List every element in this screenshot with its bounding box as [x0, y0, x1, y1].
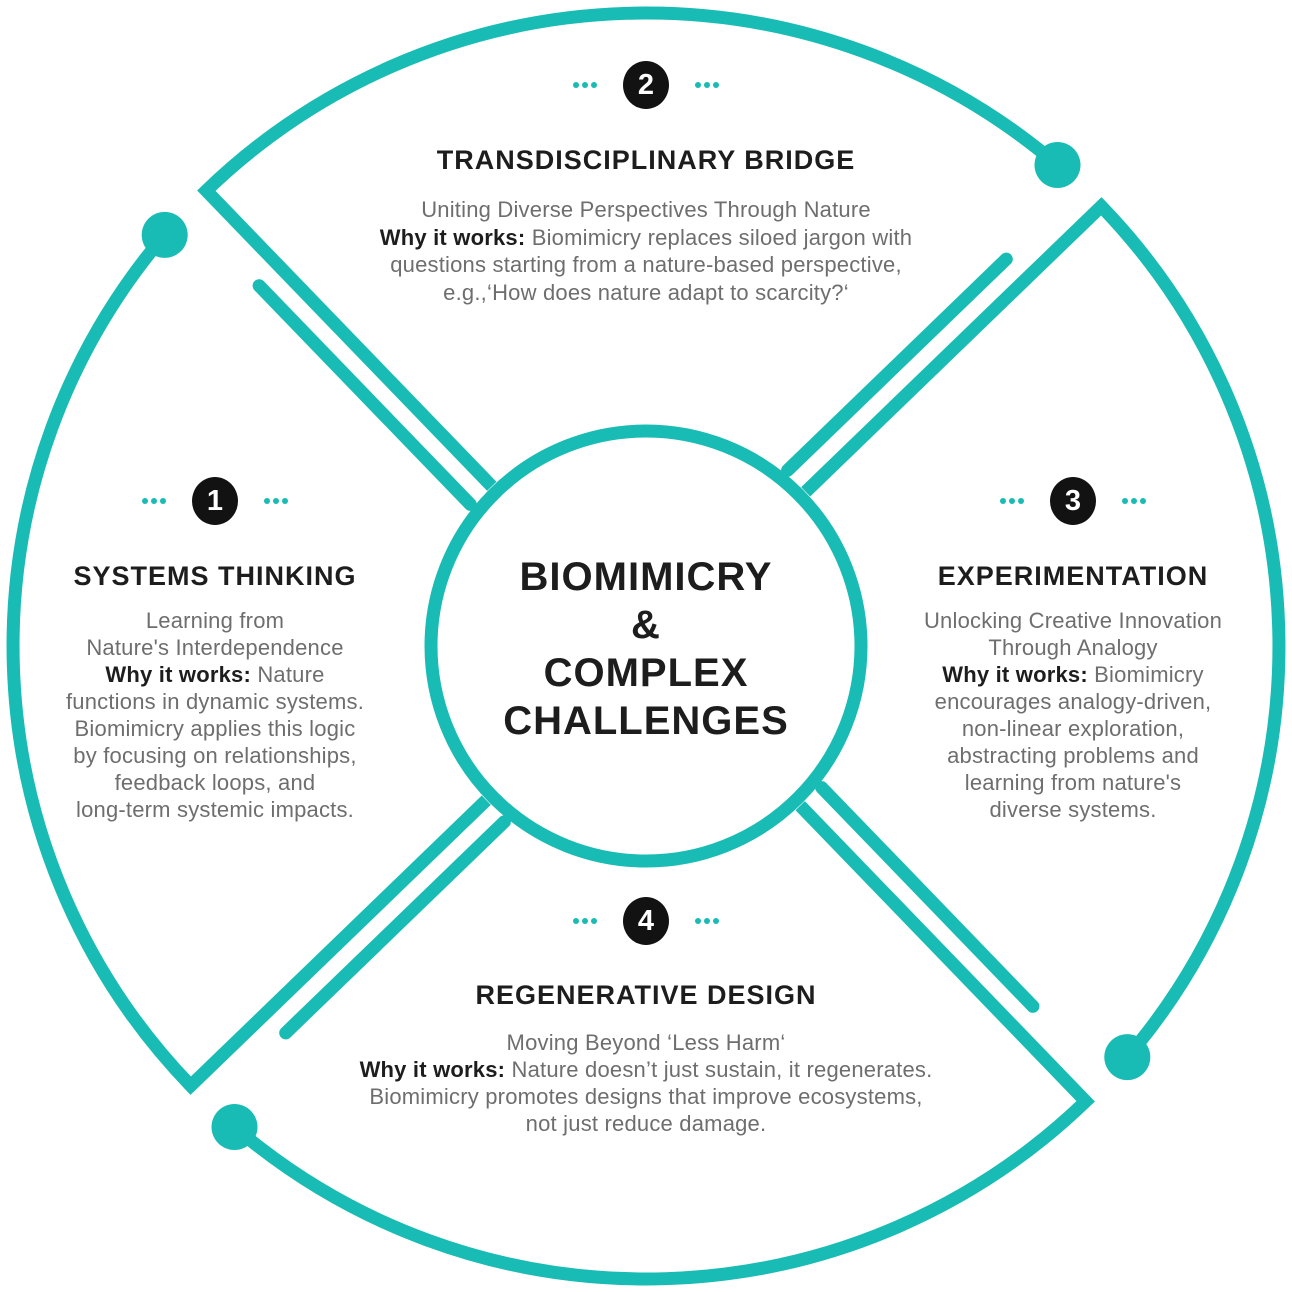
- section-body-line: Uniting Diverse Perspectives Through Nat…: [421, 197, 871, 222]
- section-body-line: not just reduce damage.: [525, 1111, 767, 1136]
- section-body-line: feedback loops, and: [114, 770, 316, 795]
- arc-end-dot-bottom-right: [1104, 1034, 1151, 1081]
- section-badge: 1: [18, 477, 412, 525]
- section-body-line: Through Analogy: [988, 635, 1158, 660]
- ellipsis-dots-right: [695, 82, 719, 88]
- section-body-line: diverse systems.: [989, 797, 1157, 822]
- section-experimentation: 3 EXPERIMENTATION Unlocking Creative Inn…: [876, 477, 1270, 823]
- arc-end-dot-bottom-left: [211, 1104, 258, 1150]
- center-title: BIOMIMICRY & COMPLEX CHALLENGES: [446, 553, 846, 745]
- section-body-line: Why it works: Nature: [105, 662, 325, 687]
- section-body-line: abstracting problems and: [947, 743, 1199, 768]
- diagonal-line-northwest: [252, 279, 477, 511]
- badge-circle: 1: [192, 477, 238, 525]
- ellipsis-dots-left: [1000, 498, 1024, 504]
- diagonal-line-southwest: [279, 815, 511, 1040]
- section-body: Moving Beyond ‘Less Harm‘Why it works: N…: [296, 1029, 996, 1137]
- badge-number: 2: [637, 68, 655, 101]
- center-title-line: COMPLEX: [543, 651, 749, 695]
- section-body-line: long-term systemic impacts.: [75, 797, 354, 822]
- section-badge: 3: [876, 477, 1270, 525]
- section-badge: 2: [316, 61, 976, 109]
- section-body-line: by focusing on relationships,: [73, 743, 357, 768]
- section-body-line: Why it works: Biomimicry: [942, 662, 1204, 687]
- section-body-line: Unlocking Creative Innovation: [923, 608, 1223, 633]
- center-title-line: BIOMIMICRY: [519, 555, 773, 599]
- badge-circle: 3: [1050, 477, 1096, 525]
- petal-top: [197, 6, 1062, 491]
- arc-end-dot-top-left: [141, 211, 188, 258]
- center-title-line: CHALLENGES: [503, 699, 789, 743]
- section-body-line: functions in dynamic systems.: [65, 689, 365, 714]
- ellipsis-dots-right: [695, 918, 719, 924]
- section-body-line: Moving Beyond ‘Less Harm‘: [506, 1030, 786, 1055]
- section-body: Uniting Diverse Perspectives Through Nat…: [316, 196, 976, 306]
- center-circle: [424, 424, 868, 868]
- section-transdisciplinary-bridge: 2 TRANSDISCIPLINARY BRIDGE Uniting Diver…: [316, 61, 976, 306]
- section-title: TRANSDISCIPLINARY BRIDGE: [436, 145, 856, 175]
- section-title: SYSTEMS THINKING: [73, 561, 357, 591]
- petal-bottom: [230, 801, 1095, 1286]
- section-body-line: learning from nature's: [964, 770, 1182, 795]
- section-body-line: Biomimicry promotes designs that improve…: [369, 1084, 923, 1109]
- ellipsis-dots-left: [142, 498, 166, 504]
- section-title: EXPERIMENTATION: [937, 561, 1209, 591]
- center-title-line: &: [631, 603, 661, 647]
- section-badge: 4: [296, 897, 996, 945]
- diagonal-line-northeast: [781, 252, 1013, 477]
- section-regenerative-design: 4 REGENERATIVE DESIGN Moving Beyond ‘Les…: [296, 897, 996, 1137]
- ellipsis-dots-left: [573, 82, 597, 88]
- ellipsis-dots-right: [264, 498, 288, 504]
- section-body-line: Biomimicry applies this logic: [74, 716, 356, 741]
- section-body-line: questions starting from a nature-based p…: [390, 252, 902, 277]
- section-body-line: Learning from: [145, 608, 285, 633]
- arc-end-dot-top-right: [1034, 142, 1081, 188]
- petal-right: [801, 197, 1286, 1062]
- badge-number: 1: [206, 484, 224, 517]
- section-title: REGENERATIVE DESIGN: [475, 980, 817, 1010]
- section-body-line: non-linear exploration,: [961, 716, 1185, 741]
- ellipsis-dots-left: [573, 918, 597, 924]
- diagonal-line-southeast: [815, 781, 1040, 1013]
- section-body-line: Why it works: Biomimicry replaces siloed…: [379, 224, 913, 250]
- badge-number: 4: [637, 904, 655, 937]
- section-body-line: Why it works: Nature doesn’t just sustai…: [359, 1057, 933, 1082]
- badge-circle: 2: [623, 61, 669, 109]
- section-body-line: encourages analogy-driven,: [934, 689, 1212, 714]
- petal-left: [6, 230, 491, 1095]
- section-body-line: Nature's Interdependence: [86, 635, 344, 660]
- badge-circle: 4: [623, 897, 669, 945]
- section-body-line: e.g.,‘How does nature adapt to scarcity?…: [443, 279, 849, 305]
- badge-number: 3: [1064, 484, 1082, 517]
- ellipsis-dots-right: [1122, 498, 1146, 504]
